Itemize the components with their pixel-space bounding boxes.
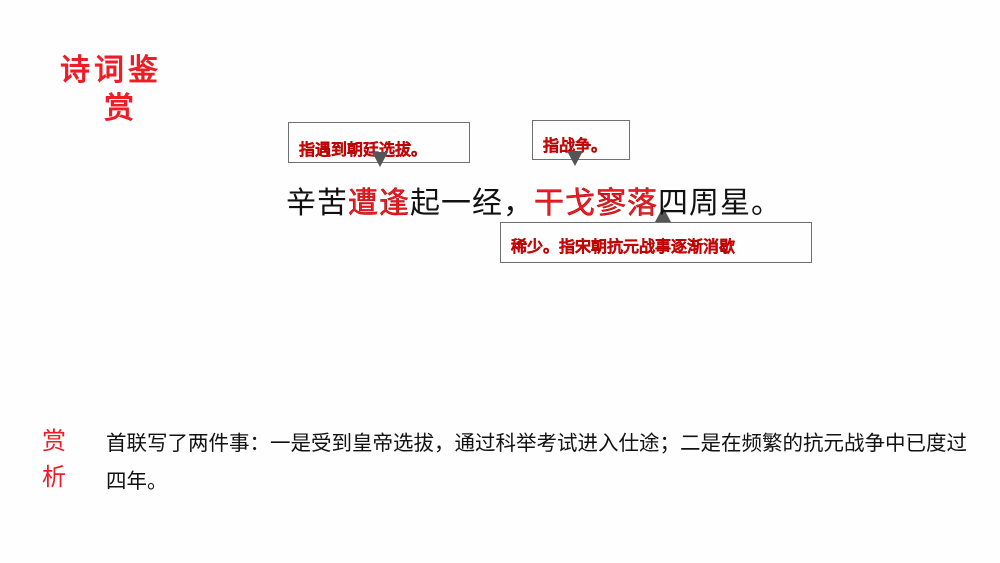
annotation-text: 指战争。 [543, 136, 608, 155]
slide-title-line1: 诗词鉴 [60, 53, 162, 88]
arrow-down-icon [567, 151, 583, 166]
verse-highlight: 干戈寥落 [534, 186, 658, 222]
analysis-label-1: 赏 [42, 427, 66, 455]
arrow-down-icon [372, 152, 388, 167]
poem-verse: 辛苦遭逢起一经，干戈寥落四周星。 [286, 178, 782, 222]
analysis-text: 首联写了两件事：一是受到皇帝选拔，通过科举考试进入仕途；二是在频繁的抗元战争中已… [106, 431, 967, 493]
verse-highlight: 遭逢 [348, 186, 410, 222]
verse-part: 起一经， [410, 186, 534, 221]
arrow-up-icon [655, 207, 671, 222]
annotation-box-liaoluo: 稀少。指宋朝抗元战事逐渐消歇 [500, 222, 812, 263]
verse-part: 四周星。 [658, 186, 782, 221]
annotation-text: 稀少。指宋朝抗元战事逐渐消歇 [511, 236, 736, 256]
slide-title-line2: 赏 [104, 91, 138, 126]
annotation-text: 指遇到朝廷选拔。 [299, 139, 428, 159]
verse-part: 辛苦 [286, 186, 348, 221]
analysis-label-2: 析 [42, 463, 66, 491]
